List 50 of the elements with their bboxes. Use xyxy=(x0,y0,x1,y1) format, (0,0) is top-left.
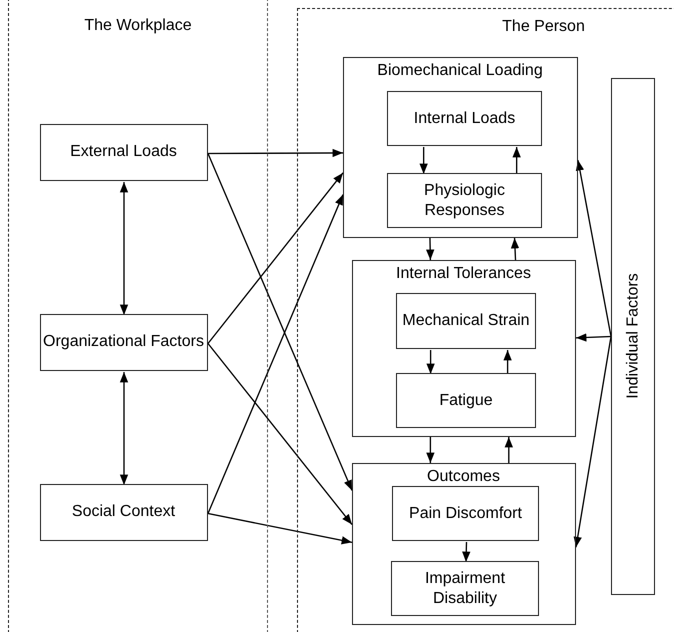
process-box xyxy=(40,484,208,540)
process-box xyxy=(392,486,539,541)
arrow xyxy=(208,148,343,158)
arrow xyxy=(462,542,470,562)
region-panel xyxy=(8,0,268,632)
arrow xyxy=(576,160,612,337)
process-box xyxy=(391,561,539,616)
process-box xyxy=(396,293,536,349)
heading: Outcomes xyxy=(427,466,500,486)
arrow xyxy=(510,238,520,260)
region-panel xyxy=(297,8,674,632)
arrow xyxy=(503,350,512,374)
arrow xyxy=(420,147,428,174)
heading: The Workplace xyxy=(83,16,193,36)
arrow xyxy=(208,343,352,525)
box-label: Organizational Factors xyxy=(43,332,204,352)
process-box xyxy=(396,373,536,428)
process-box xyxy=(387,91,542,146)
process-box xyxy=(387,173,542,228)
heading: Internal Tolerances xyxy=(396,264,531,283)
arrow xyxy=(208,512,352,544)
arrow xyxy=(208,172,344,344)
box-label: External Loads xyxy=(70,142,177,162)
arrow xyxy=(426,437,435,463)
box-label: Pain Discomfort xyxy=(409,504,522,524)
arrow xyxy=(207,194,344,514)
arrow xyxy=(512,147,521,174)
box-label: Physiologic Responses xyxy=(423,181,506,220)
arrow xyxy=(504,437,513,463)
arrow xyxy=(207,153,353,491)
group-box xyxy=(342,56,578,238)
process-box xyxy=(40,124,208,180)
box-label: Individual Factors xyxy=(622,273,642,399)
arrow xyxy=(120,372,128,485)
arrow xyxy=(120,182,128,315)
box-label: Mechanical Strain xyxy=(402,311,530,331)
heading: The Person xyxy=(501,17,586,36)
process-box xyxy=(40,314,208,370)
arrow xyxy=(426,350,435,374)
box-label: Internal Loads xyxy=(414,108,516,128)
arrow xyxy=(576,333,612,342)
arrow xyxy=(426,238,434,260)
factor-bar xyxy=(610,78,654,594)
heading: Biomechanical Loading xyxy=(377,60,543,80)
box-label: Fatigue xyxy=(439,390,493,410)
box-label: Social Context xyxy=(72,502,176,522)
arrow xyxy=(574,336,612,548)
box-label: Impairment Disability xyxy=(424,569,506,608)
group-box xyxy=(352,260,576,436)
group-box xyxy=(352,462,576,624)
